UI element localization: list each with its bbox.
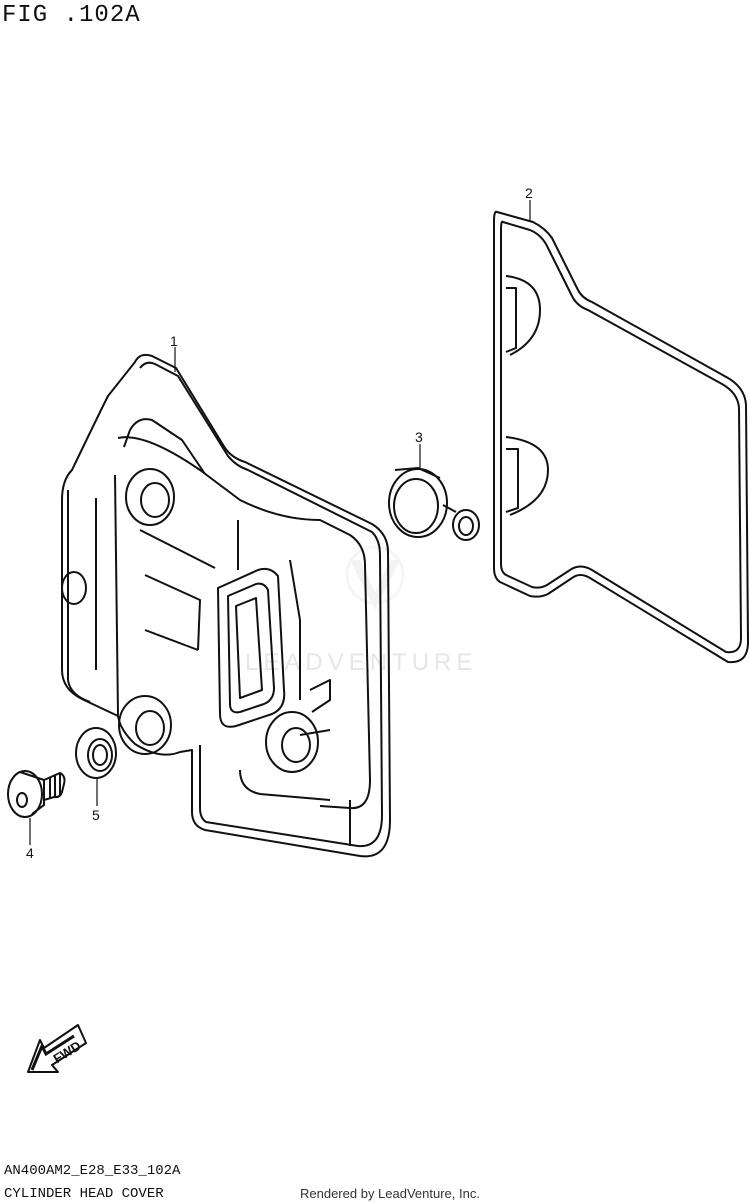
- figure-description: CYLINDER HEAD COVER: [4, 1186, 164, 1202]
- bolt-hole-lower-right: [265, 711, 319, 773]
- cover-gasket: [493, 210, 749, 664]
- fwd-direction-indicator: FWD: [27, 1024, 87, 1073]
- leader-lines: [29, 200, 531, 845]
- callout-4: 4: [26, 845, 34, 861]
- model-code: AN400AM2_E28_E33_102A: [4, 1163, 181, 1179]
- bolt: [7, 770, 66, 818]
- callout-1: 1: [170, 333, 178, 349]
- figure-title: FIG .102A: [2, 2, 141, 29]
- callout-3: 3: [415, 429, 423, 445]
- leadventure-logo-icon: [345, 545, 405, 610]
- washer-seal: [75, 727, 117, 779]
- cylinder-head-cover: [61, 353, 391, 858]
- render-credit: Rendered by LeadVenture, Inc.: [300, 1186, 480, 1201]
- bolt-hole-upper: [125, 468, 175, 526]
- arrow-icon: [27, 1024, 87, 1073]
- watermark-text: LEADVENTURE: [245, 649, 477, 676]
- callout-5: 5: [92, 807, 100, 823]
- bolt-hole-lower-left: [118, 695, 172, 755]
- plug-seal: [388, 466, 480, 541]
- callout-2: 2: [525, 185, 533, 201]
